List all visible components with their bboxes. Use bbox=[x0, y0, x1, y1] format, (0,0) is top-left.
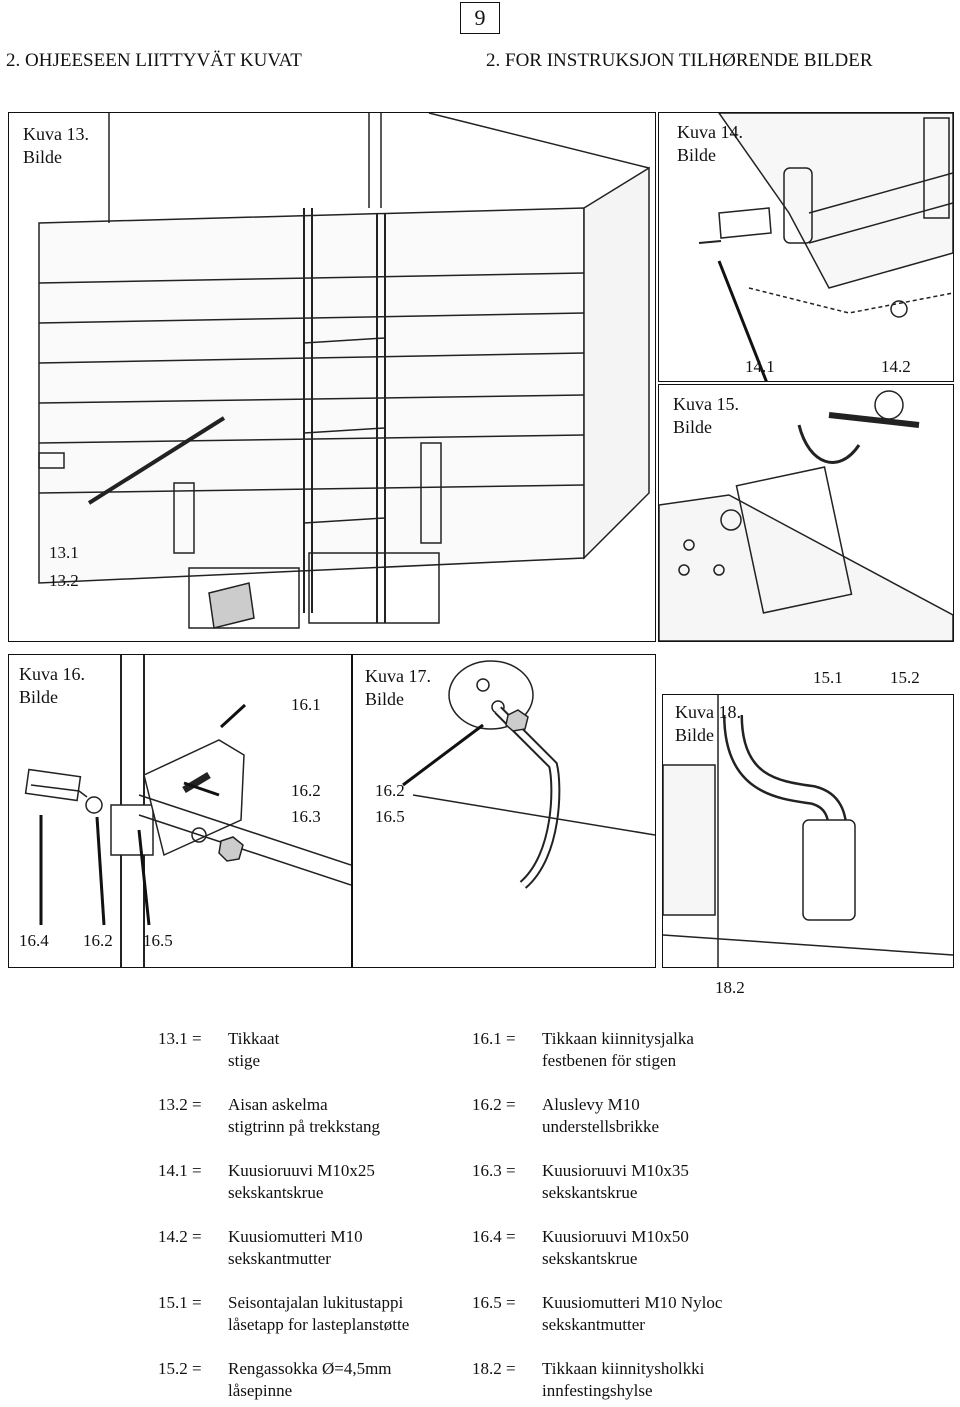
figure-16-caption: Kuva 16. Bilde bbox=[19, 664, 85, 707]
label-14-1: 14.1 bbox=[745, 357, 775, 376]
figure-14-frame: Kuva 14. Bilde 14.1 14.2 bbox=[658, 112, 954, 382]
label-15-1: 15.1 bbox=[813, 668, 843, 687]
label-15-2: 15.2 bbox=[890, 668, 920, 687]
label-13-2: 13.2 bbox=[49, 571, 79, 590]
label-16-3: 16.3 bbox=[291, 807, 321, 826]
header-norwegian: 2. FOR INSTRUKSJON TILHØRENDE BILDER bbox=[486, 50, 873, 71]
label-16-2: 16.2 bbox=[291, 781, 321, 800]
figure-14-caption: Kuva 14. Bilde bbox=[677, 122, 743, 165]
figure-13-frame: Kuva 13. Bilde 13.1 13.2 bbox=[8, 112, 656, 642]
label-14-2: 14.2 bbox=[881, 357, 911, 376]
label-13-1: 13.1 bbox=[49, 543, 79, 562]
figure-17-frame: Kuva 17. Bilde 16.2 16.5 bbox=[352, 654, 656, 968]
header-finnish: 2. OHJEESEEN LIITTYVÄT KUVAT bbox=[6, 50, 302, 71]
figure-14-drawing bbox=[698, 113, 953, 381]
figure-17-caption: Kuva 17. Bilde bbox=[365, 666, 431, 709]
figure-15-caption: Kuva 15. Bilde bbox=[673, 394, 739, 437]
label-16-2b: 16.2 bbox=[83, 931, 113, 950]
label-18-2: 18.2 bbox=[715, 978, 745, 997]
figure-13-drawing bbox=[38, 113, 650, 629]
figure-13-caption: Kuva 13. Bilde bbox=[23, 124, 89, 167]
figure-17-drawing bbox=[402, 660, 655, 889]
label-17-1: 16.2 bbox=[375, 781, 405, 800]
figure-18-frame: Kuva 18. Bilde bbox=[662, 694, 954, 968]
figure-16-frame: Kuva 16. Bilde 16.1 16.2 16.3 16.4 16.2 … bbox=[8, 654, 352, 968]
page-number: 9 bbox=[460, 2, 500, 34]
label-16-1: 16.1 bbox=[291, 695, 321, 714]
figure-16-drawing bbox=[24, 655, 351, 967]
figure-15-drawing bbox=[659, 390, 953, 641]
figure-18-caption: Kuva 18. Bilde bbox=[675, 702, 741, 745]
label-16-4: 16.4 bbox=[19, 931, 49, 950]
label-16-5: 16.5 bbox=[143, 931, 173, 950]
figure-18-drawing bbox=[663, 695, 953, 967]
label-17-2: 16.5 bbox=[375, 807, 405, 826]
figure-15-frame: Kuva 15. Bilde bbox=[658, 384, 954, 642]
